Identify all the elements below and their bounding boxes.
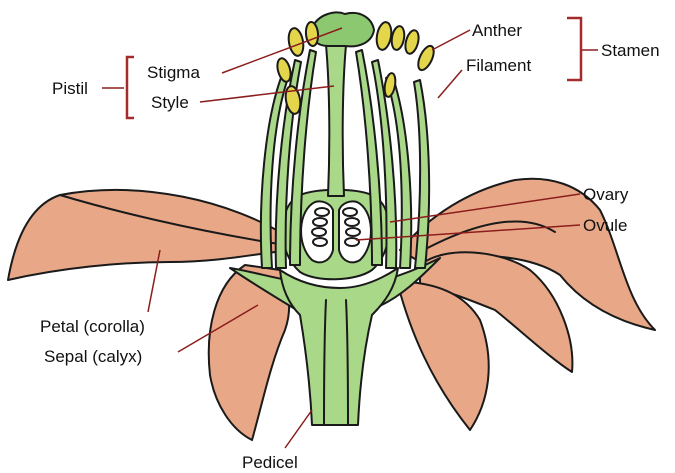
leader-filament bbox=[438, 70, 462, 98]
ovule-shape bbox=[346, 228, 360, 236]
label-anther: Anther bbox=[472, 21, 522, 40]
label-pedicel: Pedicel bbox=[242, 453, 298, 472]
pedicel bbox=[280, 268, 398, 425]
label-style: Style bbox=[151, 93, 189, 112]
anther-shape bbox=[415, 44, 437, 73]
label-stamen: Stamen bbox=[601, 41, 660, 60]
label-sepal: Sepal (calyx) bbox=[44, 347, 142, 366]
stamen-bracket bbox=[567, 18, 581, 80]
anther-shape bbox=[287, 27, 306, 57]
label-ovary: Ovary bbox=[583, 185, 629, 204]
ovule-shape bbox=[313, 218, 327, 226]
anther-shape bbox=[403, 29, 421, 55]
leader-anther bbox=[432, 30, 470, 50]
ovule-shape bbox=[315, 208, 329, 216]
label-pistil: Pistil bbox=[52, 79, 88, 98]
style-shape bbox=[326, 45, 346, 196]
leader-pedicel bbox=[285, 410, 312, 448]
leader-style bbox=[200, 86, 334, 102]
anther-shape bbox=[375, 21, 394, 51]
label-petal: Petal (corolla) bbox=[40, 317, 145, 336]
label-filament: Filament bbox=[466, 56, 531, 75]
anther-shape bbox=[390, 25, 406, 51]
anther-shape bbox=[275, 57, 293, 83]
pistil-bracket bbox=[127, 57, 134, 118]
stigma-shape bbox=[312, 13, 374, 47]
ovule-shape bbox=[313, 238, 327, 246]
ovule-shape bbox=[312, 228, 326, 236]
ovule-shape bbox=[345, 218, 359, 226]
ovule-shape bbox=[343, 208, 357, 216]
petal-right-back bbox=[398, 282, 489, 430]
label-ovule: Ovule bbox=[583, 216, 627, 235]
label-stigma: Stigma bbox=[147, 63, 200, 82]
